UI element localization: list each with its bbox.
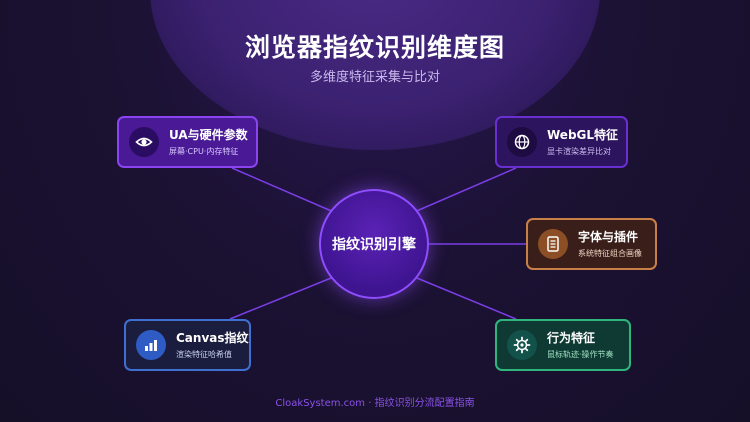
- node-webgl: WebGL特征 显卡渲染差异比对: [495, 116, 628, 168]
- node-ua-hardware: UA与硬件参数 屏幕·CPU·内存特征: [117, 116, 258, 168]
- node-subtitle: 系统特征组合画像: [578, 248, 642, 258]
- hub-label: 指纹识别引擎: [332, 237, 416, 253]
- node-canvas: Canvas指纹 渲染特征哈希值: [124, 319, 251, 371]
- node-title: WebGL特征: [547, 127, 619, 142]
- bar-chart-icon: [136, 330, 166, 360]
- node-subtitle: 渲染特征哈希值: [176, 349, 232, 359]
- fingerprint-engine-hub: 指纹识别引擎: [319, 189, 429, 299]
- globe-icon: [507, 127, 537, 157]
- page-title: 浏览器指纹识别维度图: [244, 33, 505, 62]
- node-subtitle: 显卡渲染差异比对: [547, 146, 611, 156]
- connector-behavior: [411, 275, 517, 320]
- node-subtitle: 屏幕·CPU·内存特征: [169, 146, 239, 156]
- connector-webgl: [411, 167, 517, 214]
- node-fonts-plugins: 字体与插件 系统特征组合画像: [526, 218, 657, 270]
- node-title: 字体与插件: [578, 229, 639, 244]
- connector-ua: [231, 167, 337, 214]
- footer-credit: CloakSystem.com · 指纹识别分流配置指南: [275, 398, 475, 409]
- connector-canvas: [229, 275, 337, 320]
- node-title: Canvas指纹: [176, 330, 249, 345]
- page-subtitle: 多维度特征采集与比对: [309, 70, 440, 85]
- node-title: 行为特征: [547, 330, 596, 345]
- eye-icon: [129, 127, 159, 157]
- node-behavior: 行为特征 鼠标轨迹·操作节奏: [495, 319, 631, 371]
- node-subtitle: 鼠标轨迹·操作节奏: [547, 349, 614, 359]
- document-icon: [538, 229, 568, 259]
- gear-icon: [507, 330, 537, 360]
- node-title: UA与硬件参数: [169, 127, 248, 142]
